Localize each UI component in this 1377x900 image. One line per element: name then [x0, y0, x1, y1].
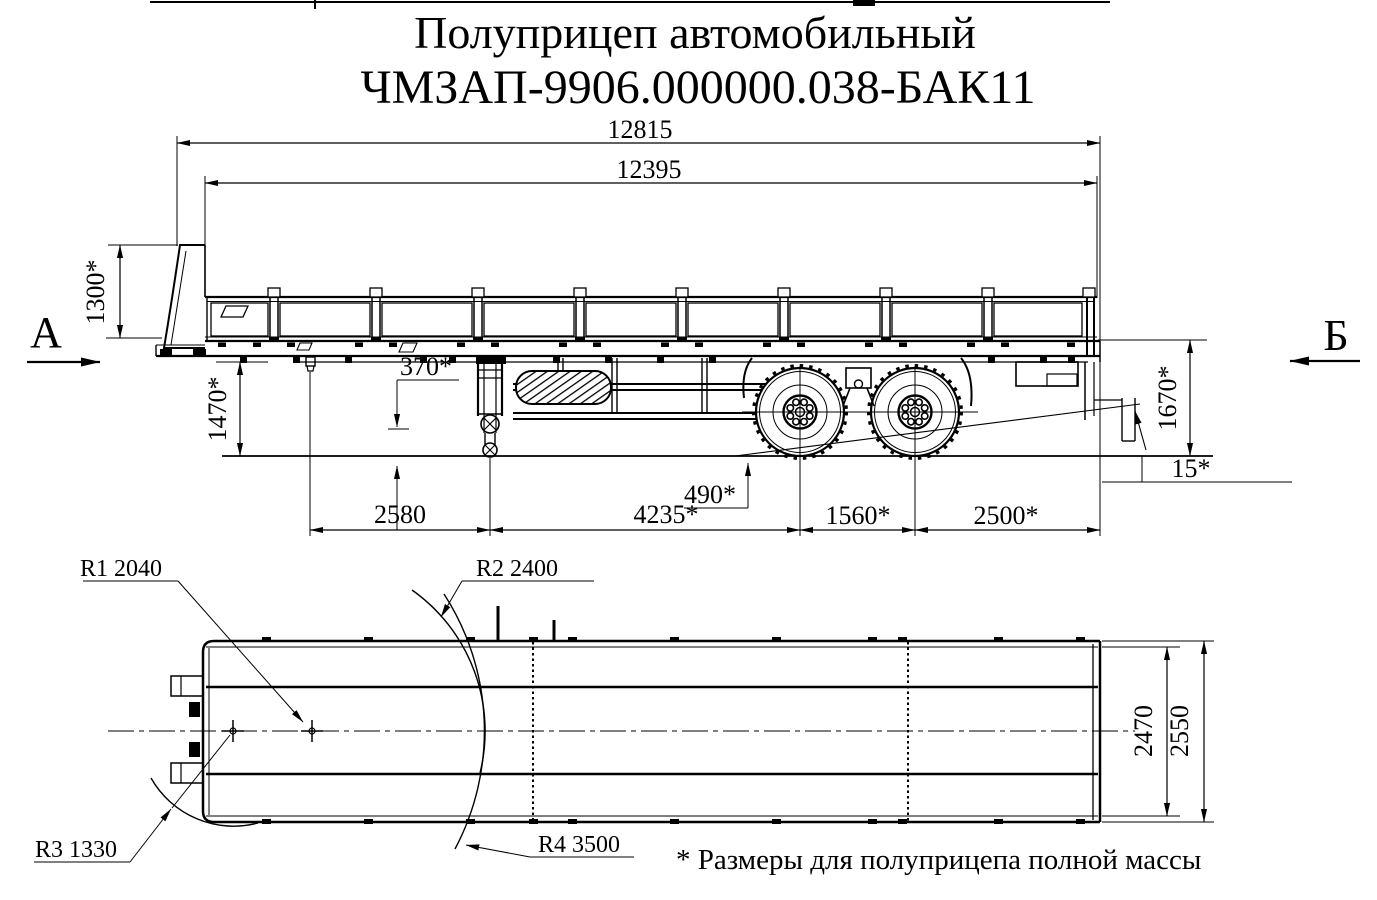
dim-rear-angle: 15* [1102, 410, 1292, 483]
radius-label-r4: R4 3500 [538, 832, 620, 858]
board-latch-clips [218, 342, 1075, 347]
view-label-a: А [30, 308, 62, 357]
dim-axle-lead: 490* [684, 462, 752, 509]
dim-front-wall-height: 1300* [81, 244, 178, 339]
dim-label-4235: 4235* [634, 500, 699, 529]
radius-arc-r4 [443, 593, 486, 850]
departure-angle-line [734, 403, 1141, 457]
mudflaps [742, 357, 973, 407]
view-arrow-a: А [27, 308, 101, 367]
front-wall [155, 244, 206, 356]
dim-label-2580: 2580 [374, 500, 426, 529]
axle-centerlines [742, 366, 978, 536]
dim-label-12395: 12395 [617, 155, 682, 184]
side-boards-band [156, 293, 1101, 363]
plan-stake-hinges [262, 637, 1085, 824]
drawing-title: Полуприцеп автомобильный [414, 7, 976, 58]
plan-view: R1 2040 R2 2400 R3 1330 R4 3500 2470 255… [34, 556, 1214, 863]
footnote: * Размеры для полуприцепа полной массы [676, 844, 1201, 876]
radius-arc-r3 [150, 777, 259, 827]
kingpin [305, 356, 316, 372]
dim-label-1470: 1470* [203, 377, 232, 442]
drawing-model-number: ЧМЗАП-9906.000000.038-БАК11 [360, 61, 1035, 114]
plan-front-brackets [170, 675, 204, 784]
side-view: 12815 12395 [27, 115, 1360, 536]
dim-label-1670: 1670* [1153, 366, 1182, 431]
center-cross-kingpin [301, 720, 323, 742]
landing-gear [476, 357, 506, 458]
dim-overall-length: 12815 [176, 115, 1101, 536]
platform-outline [108, 606, 1135, 824]
radius-arc-r2 [411, 589, 486, 774]
dim-label-2500: 2500* [974, 501, 1039, 530]
board-panels [210, 302, 1083, 337]
dim-label-370: 370* [400, 352, 452, 381]
view-arrow-b: Б [1289, 311, 1360, 366]
dim-frame-height: 1470* [203, 361, 268, 457]
dim-platform-length: 12395 [204, 155, 1098, 298]
dim-label-2550: 2550 [1165, 705, 1194, 757]
dim-kingpin-offset: 370* [388, 352, 459, 530]
suspension-bracket [842, 367, 875, 407]
dim-label-2470: 2470 [1129, 705, 1158, 757]
radius-label-r1: R1 2040 [80, 556, 162, 582]
board-stake-posts [267, 287, 1096, 341]
radius-label-r2: R2 2400 [476, 556, 558, 582]
rope-hooks [240, 357, 1075, 363]
dim-widths: 2470 2550 [1102, 640, 1214, 823]
dim-rear-height: 1670* [1098, 339, 1207, 457]
center-cross-front [222, 720, 244, 742]
dim-label-1300: 1300* [81, 260, 110, 325]
dim-label-1560: 1560* [826, 501, 891, 530]
turning-radius-construction: R1 2040 R2 2400 R3 1330 R4 3500 [34, 556, 634, 863]
dim-label-15: 15* [1172, 454, 1211, 483]
dim-label-12815: 12815 [608, 115, 673, 144]
spare-wheel [515, 370, 612, 405]
view-label-b: Б [1323, 311, 1348, 360]
dim-label-490: 490* [684, 480, 736, 509]
sheet-border-fragment [150, 0, 1110, 9]
radius-label-r3: R3 1330 [35, 837, 117, 863]
dim-chain-bottom: 2580 4235* 1560* 2500* [309, 372, 1101, 536]
